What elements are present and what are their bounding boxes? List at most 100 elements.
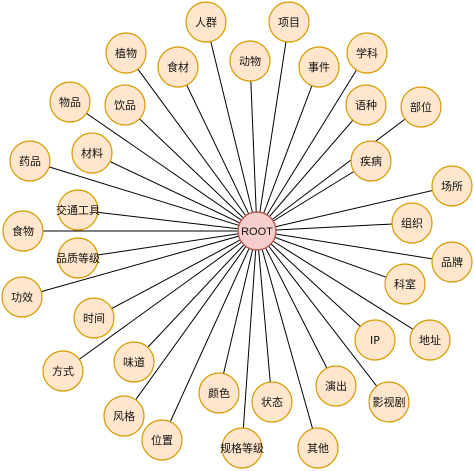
node-label: 演出 bbox=[325, 379, 347, 393]
node-circle bbox=[42, 350, 84, 392]
edge-13 bbox=[256, 160, 372, 232]
root-label: ROOT bbox=[241, 226, 273, 238]
edge-2 bbox=[125, 52, 258, 232]
root-node: ROOT bbox=[237, 211, 277, 251]
node-label: 颜色 bbox=[208, 386, 230, 400]
edge-8 bbox=[124, 104, 258, 232]
node-circle bbox=[354, 319, 396, 361]
node-label: 部位 bbox=[410, 100, 432, 114]
edge-23 bbox=[256, 230, 376, 341]
node-label: IP bbox=[370, 334, 380, 347]
node-8: 饮品 bbox=[104, 84, 146, 126]
node-label: 语种 bbox=[355, 98, 377, 112]
node-circle bbox=[103, 395, 145, 437]
node-label: 味道 bbox=[123, 355, 145, 369]
node-label: 时间 bbox=[83, 312, 105, 325]
edge-27 bbox=[256, 230, 337, 387]
node-17: 食物 bbox=[2, 210, 44, 252]
node-20: 科室 bbox=[384, 263, 426, 305]
edge-33 bbox=[241, 230, 258, 449]
edge-4 bbox=[249, 60, 258, 232]
node-4: 动物 bbox=[229, 40, 271, 82]
node-label: 材料 bbox=[81, 146, 103, 160]
node-label: 功效 bbox=[11, 290, 33, 304]
edge-12 bbox=[91, 152, 258, 232]
edge-21 bbox=[21, 230, 258, 298]
node-circle bbox=[298, 46, 340, 88]
edge-6 bbox=[256, 52, 368, 232]
node-1: 项目 bbox=[268, 1, 310, 43]
edge-19 bbox=[256, 230, 453, 263]
node-11: 药品 bbox=[9, 140, 51, 182]
node-label: 位置 bbox=[151, 433, 173, 447]
node-circle bbox=[1, 276, 43, 318]
edge-24 bbox=[256, 230, 431, 341]
edge-28 bbox=[218, 230, 258, 394]
node-26: 味道 bbox=[113, 341, 155, 383]
node-circle bbox=[431, 241, 473, 283]
edge-14 bbox=[256, 185, 453, 232]
node-circle bbox=[9, 140, 51, 182]
node-circle bbox=[185, 1, 227, 43]
node-12: 材料 bbox=[71, 132, 113, 174]
node-label: 交通工具 bbox=[56, 203, 100, 217]
node-circle bbox=[315, 365, 357, 407]
node-circle bbox=[345, 84, 387, 126]
node-label: 项目 bbox=[278, 16, 300, 29]
edge-20 bbox=[256, 230, 406, 285]
node-31: 风格 bbox=[103, 395, 145, 437]
node-circle bbox=[2, 210, 44, 252]
edge-25 bbox=[62, 230, 258, 372]
node-label: 物品 bbox=[59, 95, 81, 109]
node-label: 影视剧 bbox=[373, 395, 406, 409]
node-label: 品牌 bbox=[441, 255, 463, 269]
node-24: 地址 bbox=[409, 319, 451, 361]
node-circle bbox=[391, 202, 433, 244]
node-circle bbox=[431, 165, 473, 207]
node-23: IP bbox=[354, 319, 396, 361]
node-label: 科室 bbox=[394, 277, 416, 291]
node-label: 疾病 bbox=[360, 154, 382, 168]
node-29: 状态 bbox=[251, 381, 293, 423]
node-label: 方式 bbox=[52, 364, 74, 378]
node-label: 饮品 bbox=[114, 99, 136, 112]
root-circle bbox=[237, 211, 277, 251]
node-circle bbox=[198, 372, 240, 414]
node-circle bbox=[105, 32, 147, 74]
edges-layer bbox=[21, 21, 453, 449]
edge-11 bbox=[29, 160, 258, 232]
edge-5 bbox=[256, 66, 320, 232]
node-circle bbox=[113, 341, 155, 383]
node-19: 品牌 bbox=[431, 241, 473, 283]
node-3: 食材 bbox=[157, 46, 199, 88]
node-circle bbox=[57, 237, 99, 279]
node-22: 时间 bbox=[73, 297, 115, 339]
edge-22 bbox=[93, 230, 258, 319]
node-circle bbox=[141, 419, 183, 461]
node-9: 语种 bbox=[345, 84, 387, 126]
node-label: 地址 bbox=[419, 333, 441, 347]
node-label: 植物 bbox=[115, 46, 137, 60]
node-label: 学科 bbox=[356, 46, 378, 60]
edge-34 bbox=[256, 230, 319, 449]
node-label: 品质等级 bbox=[56, 251, 100, 265]
edge-0 bbox=[205, 21, 258, 232]
edge-9 bbox=[256, 104, 367, 232]
node-28: 颜色 bbox=[198, 372, 240, 414]
node-2: 植物 bbox=[105, 32, 147, 74]
node-label: 事件 bbox=[308, 61, 330, 74]
node-label: 人群 bbox=[195, 15, 217, 29]
node-15: 交通工具 bbox=[56, 189, 100, 231]
node-label: 规格等级 bbox=[220, 441, 264, 455]
node-circle bbox=[268, 1, 310, 43]
node-6: 学科 bbox=[346, 32, 388, 74]
node-circle bbox=[221, 427, 263, 469]
node-25: 方式 bbox=[42, 350, 84, 392]
edge-1 bbox=[256, 21, 290, 232]
node-14: 场所 bbox=[431, 165, 473, 207]
edge-26 bbox=[133, 230, 258, 363]
node-circle bbox=[49, 81, 91, 123]
